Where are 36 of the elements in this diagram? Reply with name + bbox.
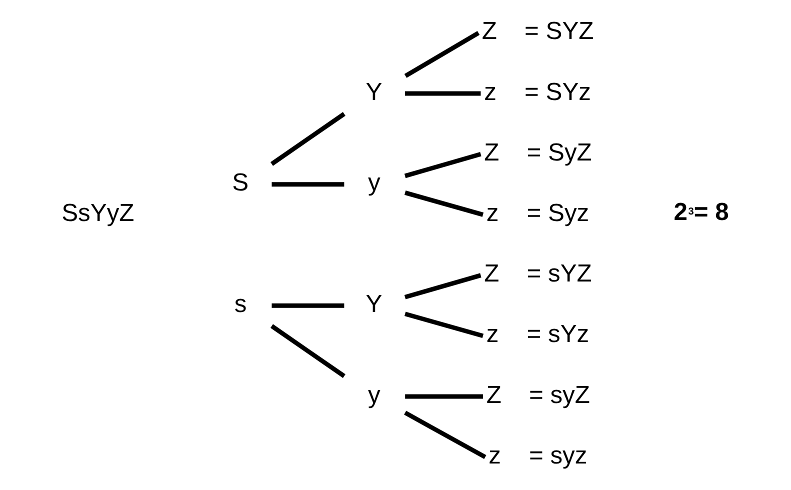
label: SsYyZ <box>61 200 134 227</box>
node-text: s <box>234 290 246 318</box>
node-text: S <box>232 170 248 197</box>
connector <box>270 324 345 378</box>
node-text: z <box>486 321 498 348</box>
connector <box>271 182 344 187</box>
node-text: Y <box>365 78 382 106</box>
node-text: Z <box>484 139 499 166</box>
node-label: = SyZ <box>526 139 592 166</box>
connector <box>404 91 480 96</box>
connector <box>270 112 345 166</box>
node-label: = sYz <box>526 321 589 348</box>
label: 2$^{3}$= 8 <box>673 198 728 226</box>
connector <box>404 394 482 399</box>
connector <box>404 190 484 217</box>
node-label: = Syz <box>526 200 589 227</box>
node-label: = SYz <box>524 78 590 106</box>
node-label: = syz <box>528 442 587 470</box>
node-label: = syZ <box>528 382 590 409</box>
node-text: Z <box>481 18 496 46</box>
connector <box>404 152 481 178</box>
connector <box>404 312 484 338</box>
node-text: y <box>367 170 380 197</box>
connector <box>271 303 344 308</box>
connector <box>404 30 480 78</box>
connector <box>404 410 486 460</box>
node-label: = sYZ <box>526 260 592 288</box>
node-text: Z <box>484 260 499 288</box>
node-text: z <box>488 442 500 470</box>
connector <box>404 273 481 300</box>
node-text: Y <box>365 290 382 318</box>
node-text: z <box>486 200 498 227</box>
node-label: = SYZ <box>524 18 594 46</box>
node-text: y <box>367 382 380 409</box>
node-text: Z <box>486 382 501 409</box>
node-text: z <box>484 78 496 106</box>
